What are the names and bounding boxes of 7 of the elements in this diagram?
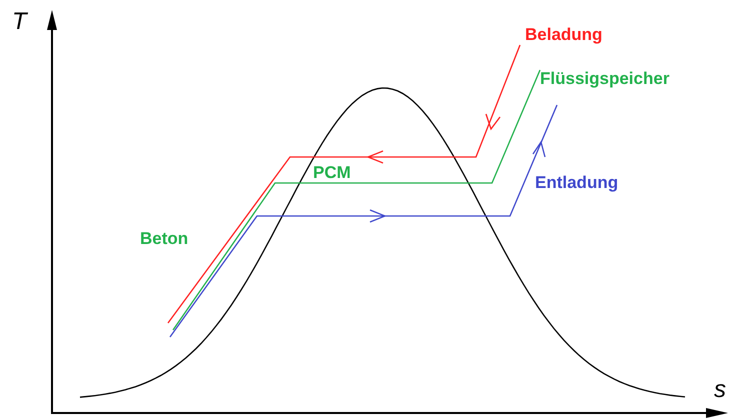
process-label: Beladung bbox=[525, 26, 602, 43]
process-label: Entladung bbox=[535, 174, 618, 191]
axis-label: s bbox=[714, 378, 726, 402]
process-label: PCM bbox=[313, 164, 351, 181]
axis-label: T bbox=[12, 10, 27, 34]
process-label: Flüssigspeicher bbox=[540, 70, 670, 87]
process-label: Beton bbox=[140, 230, 188, 247]
